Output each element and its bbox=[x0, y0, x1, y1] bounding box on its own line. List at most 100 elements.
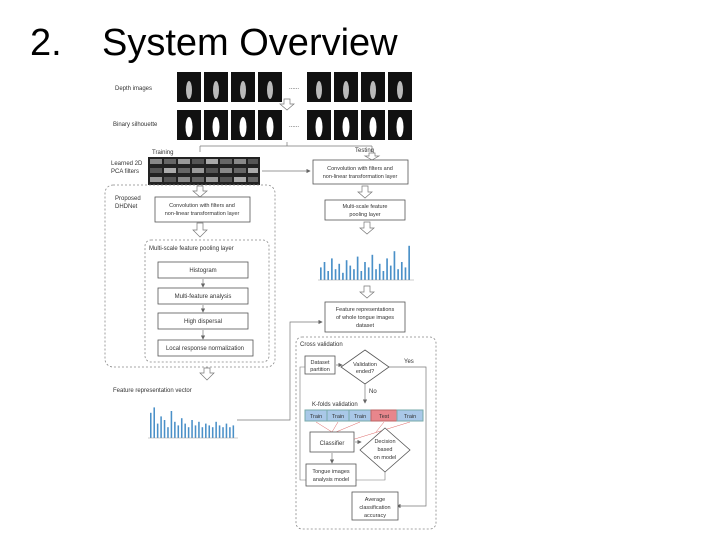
test-feature-bar-8 bbox=[349, 265, 352, 280]
test-feature-bar-5 bbox=[338, 263, 341, 280]
test-feature-bar-19 bbox=[389, 265, 392, 280]
label-binary-silhouette: Binary silhouette bbox=[113, 122, 158, 128]
local-norm-label: Local response normalization bbox=[166, 346, 244, 352]
feature-vector-bar-22 bbox=[225, 423, 228, 438]
fold-bar bbox=[304, 409, 424, 422]
dataset-partition-line2: partition bbox=[310, 367, 330, 373]
histogram-box bbox=[157, 261, 249, 279]
label-no: No bbox=[369, 389, 377, 395]
feature-vector-bar-24 bbox=[232, 425, 235, 438]
feature-vector-bar-13 bbox=[194, 425, 197, 438]
ellipsis-binary: ...... bbox=[289, 123, 299, 129]
label-depth-images: Depth images bbox=[115, 86, 152, 92]
arrow-filters-to-train-conv bbox=[192, 185, 208, 198]
test-feature-bar-9 bbox=[353, 269, 355, 280]
dataset-partition-box bbox=[304, 355, 336, 375]
dataset-partition-line1: Dataset bbox=[311, 360, 330, 366]
yes-path bbox=[389, 366, 427, 509]
feature-vector-bar-4 bbox=[163, 420, 166, 438]
test-feature-bar-0 bbox=[320, 267, 322, 280]
arrow-test-conv-to-pool bbox=[357, 185, 373, 199]
conv-train-line2: non-linear transformation layer bbox=[165, 211, 240, 217]
arrow-conv-to-pool-train bbox=[192, 222, 208, 238]
test-feature-bar-18 bbox=[386, 258, 388, 280]
feature-vector-bar-5 bbox=[167, 427, 169, 438]
split-lines bbox=[199, 142, 373, 152]
validation-ended-line2: ended? bbox=[356, 369, 374, 375]
test-feature-bar-13 bbox=[367, 267, 370, 280]
slide-title: 2. System Overview bbox=[30, 22, 398, 65]
test-feature-bar-17 bbox=[382, 271, 385, 280]
fold-connectors bbox=[315, 421, 411, 443]
feature-whole-line3: dataset bbox=[356, 323, 375, 329]
label-yes: Yes bbox=[404, 359, 414, 365]
feature-whole-box bbox=[324, 301, 406, 333]
feature-vector-bar-8 bbox=[177, 425, 180, 438]
classifier-label: Classifier bbox=[320, 441, 345, 447]
validation-ended-line1: Validation bbox=[353, 362, 377, 368]
classifier-box bbox=[309, 431, 355, 453]
average-acc-box bbox=[351, 491, 399, 521]
test-feature-bar-24 bbox=[408, 245, 410, 280]
feature-whole-line1: Feature representations bbox=[336, 307, 395, 313]
multi-feature-box bbox=[157, 287, 249, 305]
feature-vector-bar-1 bbox=[153, 407, 155, 438]
ellipsis-depth: ...... bbox=[289, 85, 299, 91]
feature-vector-bar-3 bbox=[160, 416, 162, 438]
label-ms-pool-train: Multi-scale feature pooling layer bbox=[149, 246, 234, 252]
feature-vector-bar-14 bbox=[198, 421, 200, 438]
pca-filter-grid bbox=[148, 157, 260, 185]
feature-vector-bar-19 bbox=[215, 421, 217, 438]
feature-vector-bar-2 bbox=[156, 423, 159, 438]
feature-vector-bar-20 bbox=[218, 425, 221, 438]
label-learned-filters-1: Learned 2D bbox=[111, 161, 143, 167]
fold-2: Train bbox=[332, 414, 344, 420]
conv-test-line2: non-linear transformation layer bbox=[323, 174, 398, 180]
feature-vector-bar-18 bbox=[211, 427, 214, 438]
arrow-depth-to-binary bbox=[279, 98, 295, 111]
label-feature-vector: Feature representation vector bbox=[113, 388, 192, 394]
high-dispersal-label: High dispersal bbox=[184, 319, 222, 325]
histogram-label: Histogram bbox=[189, 268, 216, 274]
slide-number: 2. bbox=[30, 22, 62, 64]
ms-pool-test-line2: pooling layer bbox=[349, 212, 380, 218]
conv-test-line1: Convolution with filters and bbox=[327, 166, 393, 172]
conv-train-line1: Convolution with filters and bbox=[169, 203, 235, 209]
test-feature-bar-11 bbox=[360, 271, 363, 280]
binary-silhouette-thumbnails bbox=[177, 110, 412, 140]
feature-vector-bar-11 bbox=[187, 427, 190, 438]
feature-vector-bar-9 bbox=[180, 418, 183, 438]
label-kfolds: K-folds validation bbox=[312, 402, 358, 408]
conv-box-test bbox=[312, 159, 409, 185]
label-learned-filters-2: PCA filters bbox=[111, 169, 139, 175]
test-feature-bar-3 bbox=[331, 258, 333, 280]
decision-line2: based bbox=[378, 447, 393, 453]
test-feature-bar-chart bbox=[318, 245, 414, 281]
feature-vector-bar-10 bbox=[184, 423, 186, 438]
cross-validation-dashed-box bbox=[295, 336, 437, 530]
depth-image-thumbnails bbox=[177, 72, 412, 102]
decision-line3: on model bbox=[374, 455, 397, 461]
arrow-testing-down bbox=[363, 152, 381, 161]
feature-vector-bar-23 bbox=[229, 427, 231, 438]
feature-vector-bar-0 bbox=[150, 412, 152, 438]
test-feature-bar-22 bbox=[400, 262, 403, 280]
test-feature-bar-12 bbox=[364, 262, 366, 280]
label-testing: Testing bbox=[355, 148, 374, 154]
test-feature-bar-16 bbox=[378, 263, 381, 280]
label-training: Training bbox=[152, 150, 173, 156]
multi-feature-label: Multi-feature analysis bbox=[175, 294, 232, 300]
fold-1: Train bbox=[310, 414, 322, 420]
ms-pool-test-line1: Multi-scale feature bbox=[343, 204, 388, 210]
tongue-model-line2: analysis model bbox=[313, 477, 349, 483]
feature-vector-bar-16 bbox=[205, 423, 207, 438]
arrow-test-pool-to-chart bbox=[359, 221, 375, 235]
test-feature-bar-20 bbox=[393, 251, 396, 280]
slide-title-text: System Overview bbox=[102, 22, 398, 64]
arrow-test-chart-to-dataset bbox=[359, 285, 375, 299]
pooling-dashed-box bbox=[144, 239, 270, 363]
fold-4: Test bbox=[379, 414, 390, 420]
average-acc-line1: Average bbox=[365, 497, 385, 503]
local-norm-box bbox=[157, 339, 254, 357]
